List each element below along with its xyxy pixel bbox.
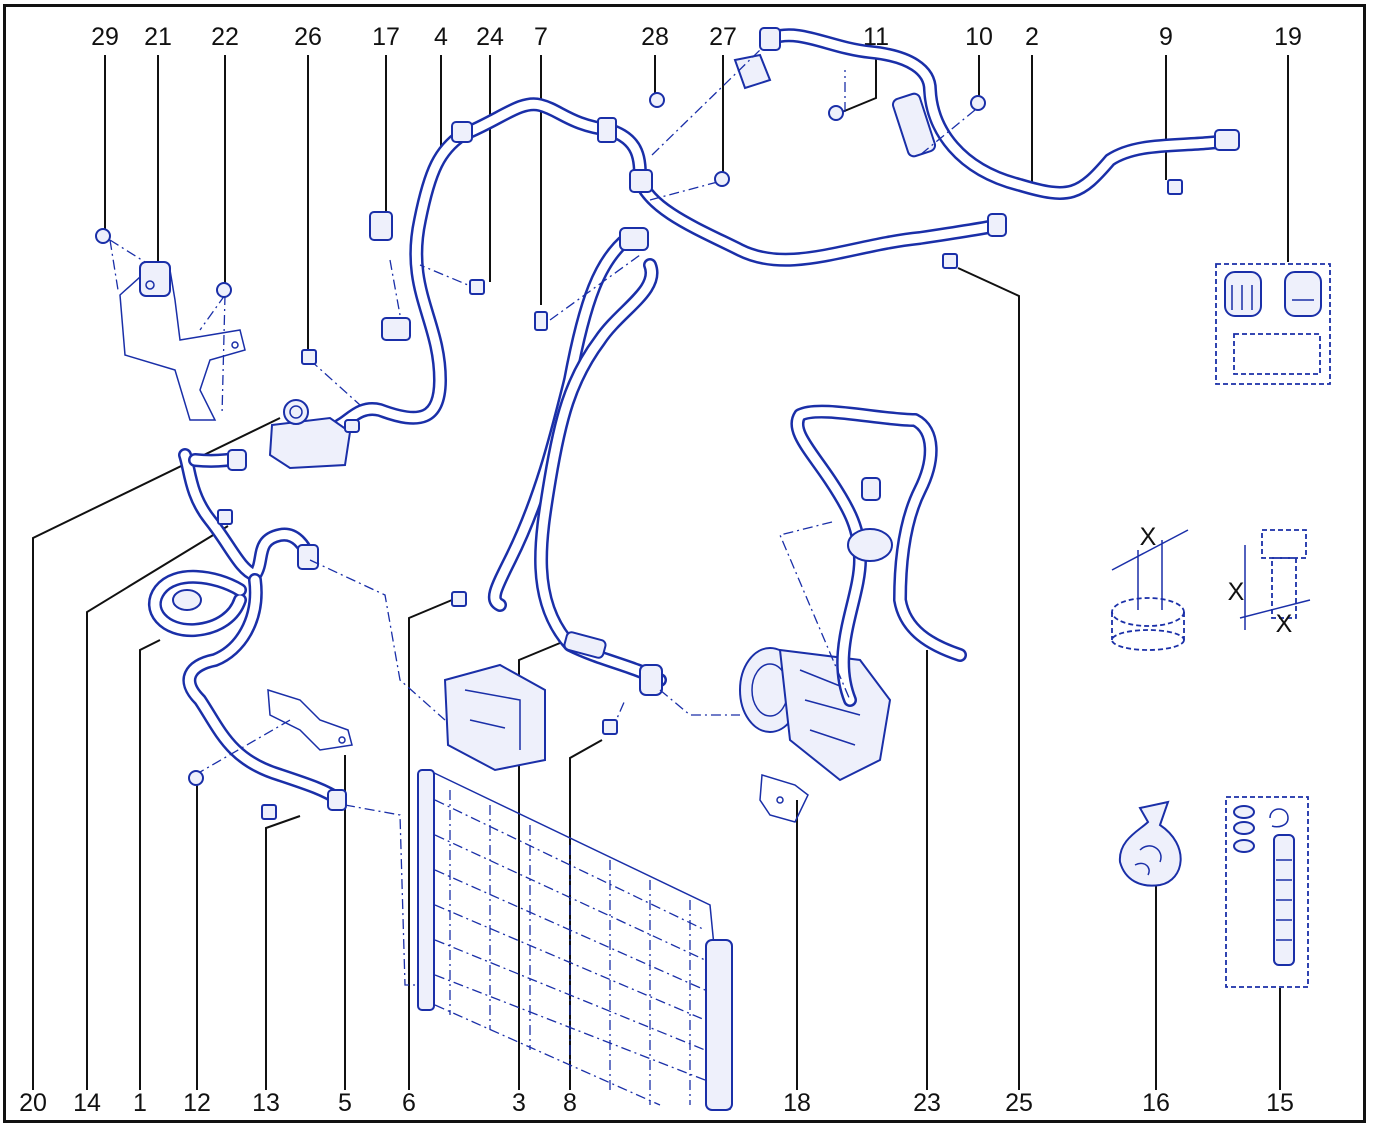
hose-3-end-flange <box>639 664 663 696</box>
pressure-block-20 <box>268 399 360 470</box>
bracket-5 <box>267 688 353 751</box>
callout-20: 20 <box>19 1089 47 1117</box>
callout-26: 26 <box>294 23 322 51</box>
bolt-13 <box>261 804 277 820</box>
condenser-fins <box>434 790 706 1106</box>
hose-4-clamp <box>629 169 653 193</box>
hose-4-bracket <box>597 117 617 143</box>
hose-1 <box>148 448 347 811</box>
hose-1-fitting-top <box>227 449 247 471</box>
assembly-lines <box>109 49 976 986</box>
callout-3: 3 <box>512 1089 526 1117</box>
bolt-detail: X X <box>1228 529 1311 638</box>
callout-9: 9 <box>1159 23 1173 51</box>
hose-2 <box>733 27 1240 200</box>
hose-1-fitting-mid <box>297 544 319 570</box>
bolt-7 <box>534 311 548 331</box>
cap-kit-19 <box>1215 263 1331 385</box>
condenser-right-tank <box>705 939 733 1111</box>
hose-3-lower-fitting <box>563 631 607 659</box>
bracket-21 <box>119 261 246 421</box>
callout-10: 10 <box>965 23 993 51</box>
callout-7: 7 <box>534 23 548 51</box>
hose-4-end-fitting <box>451 121 473 143</box>
hose-23 <box>790 404 967 707</box>
callout-15: 15 <box>1266 1089 1294 1117</box>
callout-24: 24 <box>476 23 504 51</box>
callout-29: 29 <box>91 23 119 51</box>
hose-1-fitting-low <box>327 789 347 811</box>
callout-5: 5 <box>338 1089 352 1117</box>
callout-6: 6 <box>402 1089 416 1117</box>
pressure-switch-17 <box>369 211 411 341</box>
hose-23-fitting <box>861 477 881 501</box>
cap-left <box>1224 271 1262 317</box>
oil-pouch-16 <box>1118 800 1182 887</box>
bolt-24 <box>469 279 485 295</box>
nut-27 <box>714 171 730 187</box>
cap-right <box>1284 271 1322 317</box>
callout-1: 1 <box>133 1089 147 1117</box>
nut-11 <box>828 105 844 121</box>
hose-3-top-fitting <box>619 227 649 251</box>
nut-dimension-x: X <box>1140 523 1157 551</box>
bolt-26 <box>301 349 317 365</box>
nut-29 <box>95 228 111 244</box>
hose-2-clamp <box>891 92 937 158</box>
hose-2-bracket <box>733 53 772 90</box>
callout-8: 8 <box>563 1089 577 1117</box>
callout-17: 17 <box>372 23 400 51</box>
callout-4: 4 <box>434 23 448 51</box>
nut-detail: X <box>1111 523 1189 651</box>
callouts-top: 29 21 22 26 17 4 24 7 28 27 11 10 2 9 19 <box>91 23 1302 51</box>
callouts-bottom: 20 14 1 12 13 5 6 3 8 18 23 25 16 15 <box>19 1089 1294 1117</box>
bolt-dimension-width: X <box>1276 610 1293 638</box>
callout-2: 2 <box>1025 23 1039 51</box>
fasteners <box>95 92 1183 820</box>
nut-10 <box>970 95 986 111</box>
bolt-dimension-height: X <box>1228 578 1245 606</box>
callout-19: 19 <box>1274 23 1302 51</box>
hose-3 <box>487 227 667 696</box>
compressor <box>739 647 892 782</box>
callout-21: 21 <box>144 23 172 51</box>
hose-2-end-fitting <box>759 27 781 51</box>
hose-1-bracket <box>172 589 202 611</box>
bolt-25 <box>942 253 958 269</box>
bolt-9 <box>1167 179 1183 195</box>
drier-kit-15 <box>1225 796 1309 988</box>
callout-18: 18 <box>783 1089 811 1117</box>
callout-23: 23 <box>913 1089 941 1117</box>
callout-28: 28 <box>641 23 669 51</box>
bracket-18 <box>759 774 809 823</box>
bolt-6 <box>451 591 467 607</box>
hose-2-fitting <box>1214 129 1240 151</box>
compressor-body <box>778 648 892 782</box>
nut-12 <box>188 770 204 786</box>
callout-25: 25 <box>1005 1089 1033 1117</box>
hose-23-valve <box>847 528 893 562</box>
callout-16: 16 <box>1142 1089 1170 1117</box>
callout-22: 22 <box>211 23 239 51</box>
callout-27: 27 <box>709 23 737 51</box>
callout-13: 13 <box>252 1089 280 1117</box>
condenser-left-tank <box>417 769 435 1011</box>
nut-28 <box>649 92 665 108</box>
bolt-8 <box>602 719 618 735</box>
callout-14: 14 <box>73 1089 101 1117</box>
hose-4-right-fitting <box>987 213 1007 237</box>
expansion-block <box>443 663 546 772</box>
bolt-14 <box>217 509 233 525</box>
callout-12: 12 <box>183 1089 211 1117</box>
condenser <box>417 769 733 1111</box>
hose-4 <box>333 97 1007 432</box>
nut-22 <box>216 282 232 298</box>
drawing-frame <box>3 4 1366 1123</box>
